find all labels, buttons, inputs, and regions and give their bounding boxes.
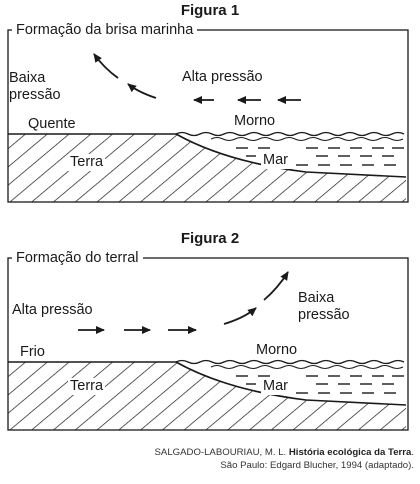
figure-1-diagram	[7, 29, 409, 203]
high-pressure-label: Alta pressão	[12, 302, 93, 318]
figure-1-frame-title: Formação da brisa marinha	[12, 22, 198, 38]
land-layer	[8, 361, 407, 430]
sea-label: Mar	[261, 152, 290, 169]
land-temperature-label: Quente	[28, 116, 76, 132]
land-temperature-label: Frio	[20, 344, 45, 360]
sea-temperature-label: Morno	[256, 342, 298, 358]
wind-arrows	[93, 53, 301, 104]
sea-label: Mar	[261, 378, 290, 395]
figure-1-title: Figura 1	[180, 2, 240, 19]
figure-1-panel: Formação da brisa marinha Baixa pressão …	[6, 22, 412, 204]
caption-book-title: História ecológica da Terra	[288, 447, 412, 458]
figure-2-frame-title: Formação do terral	[12, 250, 143, 266]
figure-2-title: Figura 2	[180, 230, 240, 247]
figure-2-diagram	[7, 257, 409, 431]
land-label: Terra	[68, 154, 106, 171]
caption-period: .	[411, 447, 414, 458]
sea-surface	[175, 359, 405, 365]
caption-line-1: SALGADO-LABOURIAU, M. L. História ecológ…	[155, 446, 414, 459]
low-pressure-label: Baixa pressão	[298, 290, 350, 323]
low-pressure-label: Baixa pressão	[9, 70, 61, 103]
wind-arrows	[78, 271, 289, 334]
sea-temperature-label: Morno	[234, 113, 276, 129]
source-caption: SALGADO-LABOURIAU, M. L. História ecológ…	[155, 446, 414, 472]
figure-2-panel: Formação do terral Alta pressão Baixa pr…	[6, 250, 412, 432]
caption-line-2: São Paulo: Edgard Blucher, 1994 (adaptad…	[220, 460, 414, 471]
land-label: Terra	[68, 378, 106, 395]
sea-dashes	[236, 375, 404, 394]
sea-surface	[175, 131, 405, 137]
caption-author: SALGADO-LABOURIAU, M. L.	[154, 447, 289, 458]
high-pressure-label: Alta pressão	[182, 69, 263, 85]
sea-dashes	[236, 147, 404, 166]
